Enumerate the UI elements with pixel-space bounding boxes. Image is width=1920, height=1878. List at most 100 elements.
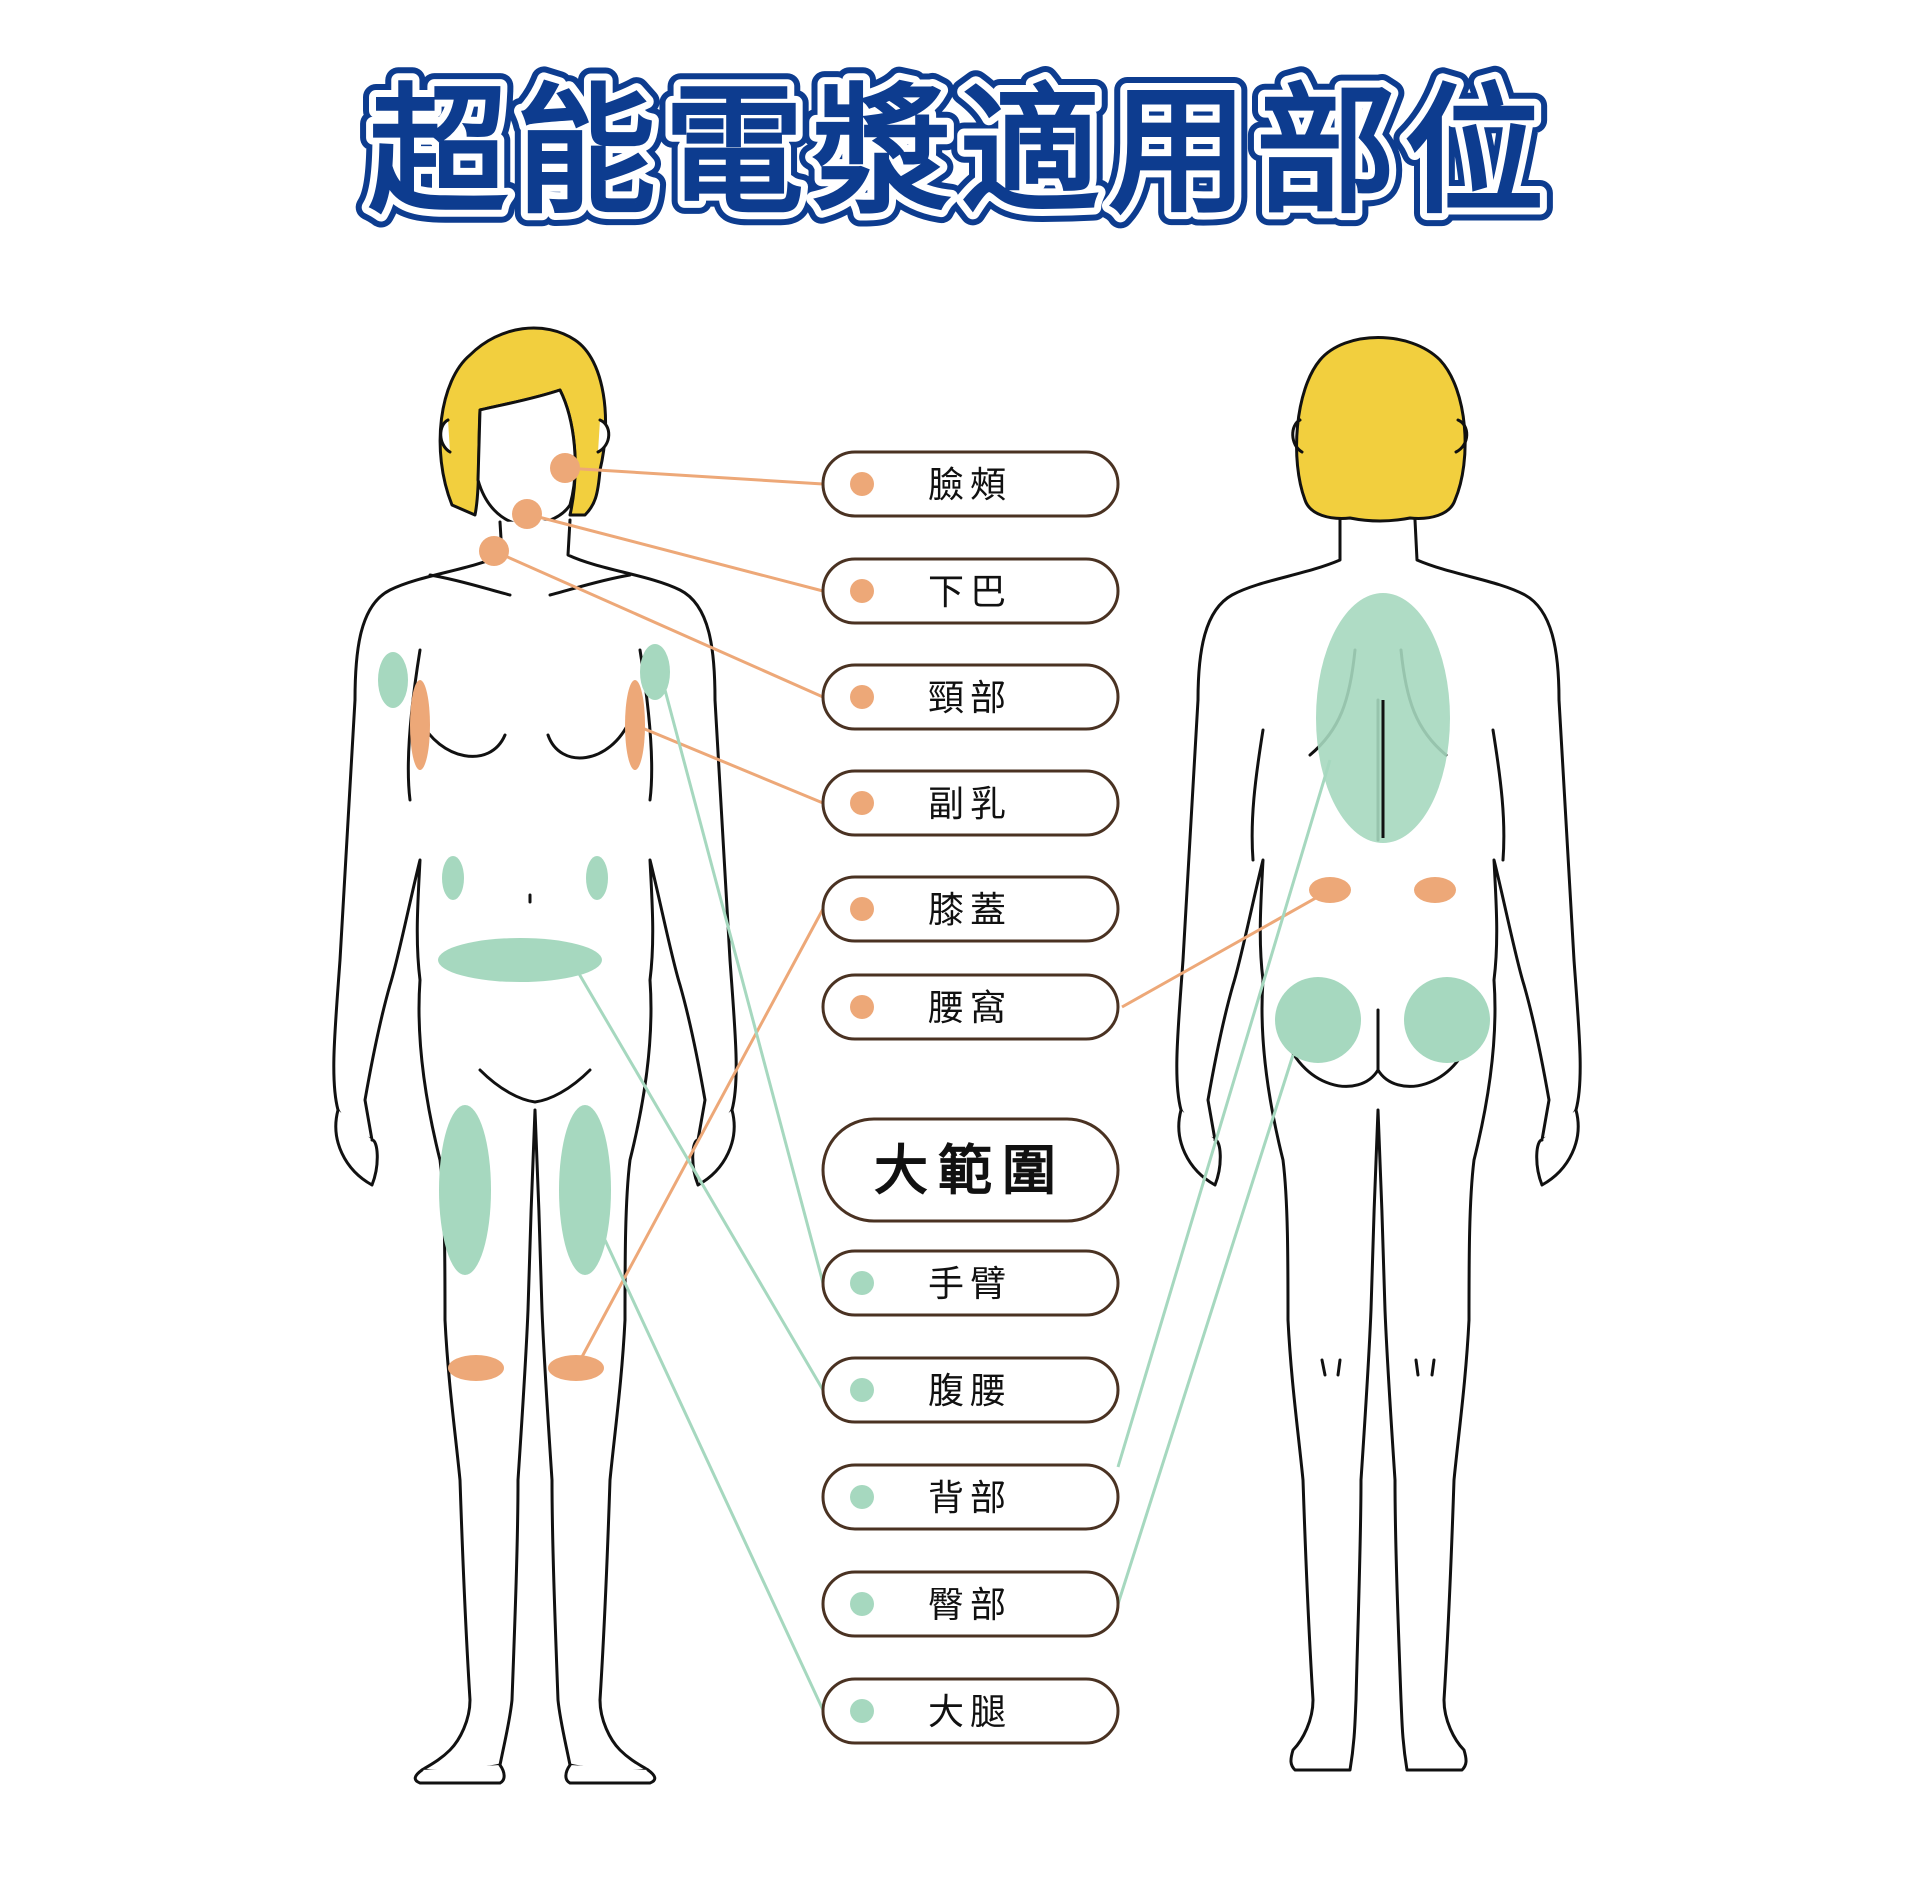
label-dot-icon — [850, 1485, 874, 1509]
label-pill: 背部 — [821, 1463, 1120, 1531]
label-pill: 膝蓋 — [821, 875, 1120, 943]
label-pill-frame — [821, 557, 1120, 625]
title-group: 超能電漿適用部位 超能電漿適用部位 超能電漿適用部位 — [355, 58, 1557, 247]
back-hair — [1295, 336, 1467, 523]
front-face — [476, 388, 577, 527]
label-pill: 腹腰 — [821, 1356, 1120, 1424]
label-pill: 副乳 — [821, 769, 1120, 837]
front-breast-right — [546, 718, 632, 760]
label-text: 臉頰 — [928, 465, 1012, 506]
zone-abdomen — [438, 938, 602, 982]
back-ear-left — [1291, 418, 1304, 454]
label-pill: 下巴 — [821, 557, 1120, 625]
label-text: 臀部 — [928, 1585, 1012, 1626]
front-body-zones — [378, 453, 670, 1381]
zone-armpit-fat-left — [410, 680, 430, 770]
label-pill-frame — [821, 663, 1120, 731]
label-pill-frame — [821, 875, 1120, 943]
connector-lines — [493, 466, 1332, 1711]
connector-cheek — [564, 466, 824, 486]
label-pill-frame — [821, 973, 1120, 1041]
label-dot-icon — [850, 1699, 874, 1723]
connector-arm — [663, 689, 825, 1284]
label-dot-icon — [850, 579, 874, 603]
connector-abdomen — [576, 971, 825, 1391]
label-dot-icon — [850, 897, 874, 921]
connector-chin — [526, 512, 824, 593]
label-pill: 頸部 — [821, 663, 1120, 731]
label-dot-icon — [850, 1592, 874, 1616]
connector-neck — [493, 549, 824, 699]
back-ear-right — [1454, 418, 1469, 454]
label-dot-icon — [850, 685, 874, 709]
front-hand-left — [334, 1108, 379, 1187]
back-arm-inner-right — [1491, 728, 1506, 862]
back-body-figure — [1175, 336, 1582, 1772]
label-pill-frame — [821, 1463, 1120, 1531]
label-dot-icon — [850, 791, 874, 815]
zone-thigh-right — [559, 1105, 611, 1275]
back-hand-right — [1535, 1108, 1580, 1187]
front-foot-left — [413, 1763, 506, 1785]
zone-buttock-right — [1404, 977, 1490, 1063]
front-foot-right — [564, 1763, 657, 1785]
label-dot-icon — [850, 1378, 874, 1402]
label-pill-frame — [821, 450, 1120, 518]
connector-armpit-fat — [634, 723, 824, 805]
large-area-header: 大範圍 — [874, 1139, 1066, 1202]
zone-knee-left — [448, 1355, 504, 1381]
front-ear-left — [439, 418, 452, 454]
zone-arm-left — [378, 652, 408, 708]
label-dot-icon — [850, 1271, 874, 1295]
label-pill: 臉頰 — [821, 450, 1120, 518]
label-pill: 大腿 — [821, 1677, 1120, 1745]
label-text: 大腿 — [928, 1692, 1012, 1733]
label-text: 腹腰 — [928, 1371, 1012, 1412]
label-pill: 腰窩 — [821, 973, 1120, 1041]
label-pill: 臀部 — [821, 1570, 1120, 1638]
label-text: 手臂 — [928, 1264, 1012, 1305]
label-text: 腰窩 — [928, 988, 1012, 1029]
front-collarbone — [428, 573, 632, 597]
back-hand-left — [1177, 1108, 1222, 1187]
connector-buttock — [1116, 1054, 1295, 1605]
large-area-header-frame — [821, 1117, 1120, 1223]
label-dot-icon — [850, 472, 874, 496]
label-text: 頸部 — [928, 678, 1012, 719]
front-ear-right — [596, 418, 611, 454]
label-pill-frame — [821, 1249, 1120, 1317]
front-body-figure — [332, 326, 738, 1785]
label-pill-frame — [821, 1356, 1120, 1424]
page-title: 超能電漿適用部位 — [368, 71, 1552, 234]
label-text: 副乳 — [928, 784, 1012, 825]
connector-lumbar — [1121, 888, 1331, 1009]
zone-lumbar-dimple-right — [1414, 877, 1456, 903]
zone-waist-right — [586, 856, 608, 900]
connector-back — [1116, 759, 1332, 1468]
label-pill-frame — [821, 769, 1120, 837]
front-body-outline — [332, 518, 738, 1773]
connector-thigh — [603, 1239, 825, 1711]
connector-knee — [574, 908, 825, 1369]
label-pill-frame — [821, 1570, 1120, 1638]
label-text: 膝蓋 — [928, 890, 1012, 931]
back-knee-marks — [1320, 1358, 1436, 1377]
front-crotch — [478, 1068, 592, 1104]
back-arm-inner-left — [1250, 728, 1265, 862]
label-text: 背部 — [928, 1478, 1012, 1519]
page-title-white-stroke: 超能電漿適用部位 — [368, 71, 1552, 234]
page-title-outline: 超能電漿適用部位 — [368, 71, 1552, 234]
back-body-outline — [1175, 518, 1582, 1772]
label-dot-icon — [850, 995, 874, 1019]
zone-waist-left — [442, 856, 464, 900]
large-area-header-pill: 大範圍 — [821, 1117, 1120, 1223]
label-text: 下巴 — [928, 572, 1012, 613]
zone-buttock-left — [1275, 977, 1361, 1063]
zone-arm-right — [640, 644, 670, 700]
label-pill: 手臂 — [821, 1249, 1120, 1317]
label-pill-frame — [821, 1677, 1120, 1745]
zone-thigh-left — [439, 1105, 491, 1275]
